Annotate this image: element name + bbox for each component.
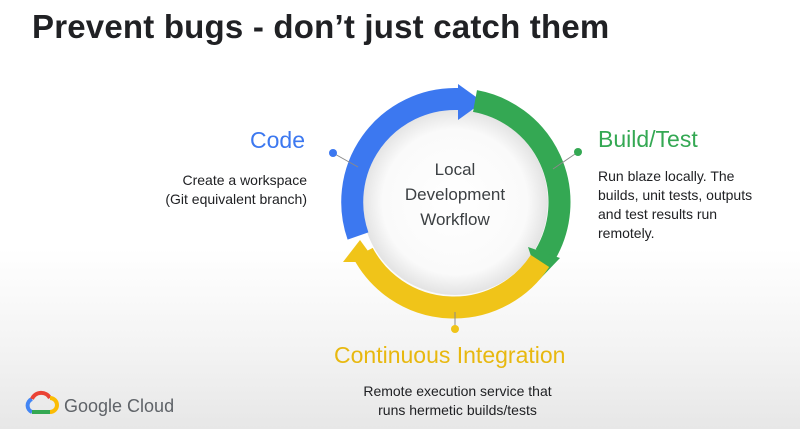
ci-arrow-icon: [343, 240, 376, 262]
center-disc: [362, 109, 548, 295]
google-cloud-logo-icon: [25, 390, 59, 414]
code-arc: [341, 88, 460, 240]
ci-label: Continuous Integration: [334, 342, 566, 368]
code-description: Create a workspace (Git equivalent branc…: [165, 171, 307, 209]
build-test-desc-line-3: and test results run: [598, 206, 718, 222]
build-test-desc-line-4: remotely.: [598, 225, 655, 241]
build-test-description: Run blaze locally. The builds, unit test…: [598, 167, 798, 243]
build-test-desc-line-1: Run blaze locally. The: [598, 168, 735, 184]
code-desc-line-2: (Git equivalent branch): [165, 191, 307, 207]
code-arrow-icon: [458, 84, 483, 120]
brand-name: Google Cloud: [64, 396, 175, 416]
build-test-arrow-icon: [528, 247, 560, 280]
slide-title: Prevent bugs - don’t just catch them: [32, 8, 610, 45]
code-label: Code: [250, 127, 305, 153]
center-line-3: Workflow: [420, 210, 490, 229]
build-test-label: Build/Test: [598, 126, 698, 152]
ci-description: Remote execution service that runs herme…: [330, 382, 585, 420]
build-test-arc: [472, 90, 571, 261]
center-line-1: Local: [434, 160, 476, 179]
build-test-connector-dot: [574, 148, 582, 156]
center-label: Local Development Workflow: [370, 157, 540, 232]
build-test-desc-line-2: builds, unit tests, outputs: [598, 187, 753, 203]
center-line-2: Development: [404, 185, 506, 204]
code-desc-line-1: Create a workspace: [182, 172, 307, 188]
ci-desc-line-1: Remote execution service that: [363, 383, 552, 399]
ci-connector-dot: [451, 325, 459, 333]
ci-arc: [353, 247, 550, 319]
code-connector-dot: [329, 149, 337, 157]
ci-desc-line-2: runs hermetic builds/tests: [378, 402, 537, 418]
